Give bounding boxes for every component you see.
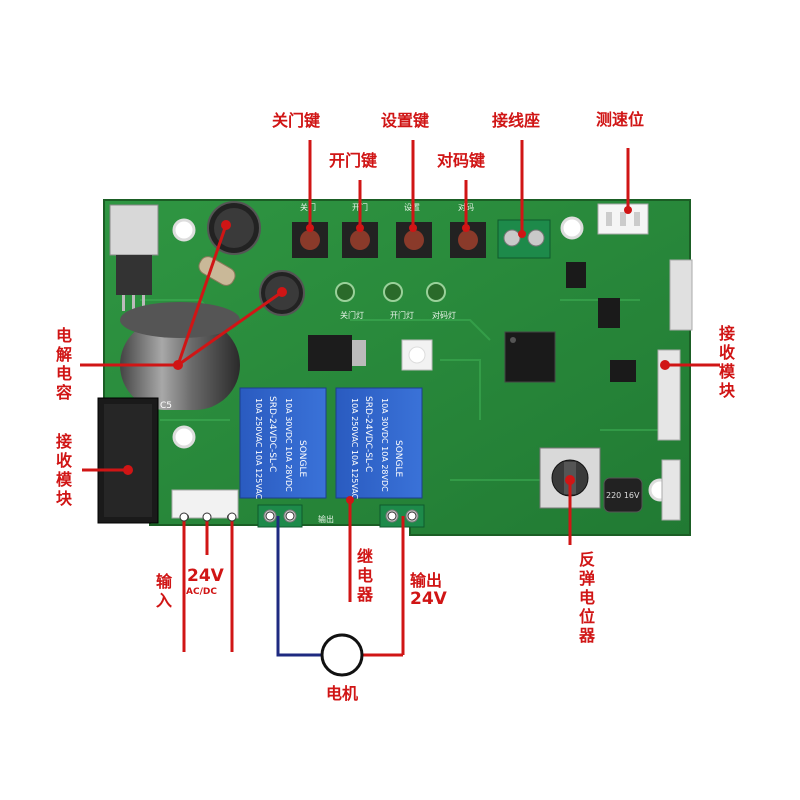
small-ics [566,262,636,382]
connector-dots [179,511,417,522]
label-relay: 继电器 [356,547,373,604]
label-set-key: 设置键 [381,111,430,130]
label-speed-pos: 测速位 [596,110,645,129]
callout-lines [80,140,720,657]
svg-text:10A 30VDC 10A 28VDC: 10A 30VDC 10A 28VDC [284,398,293,492]
label-acdc: AC/DC [186,587,217,597]
svg-text:10A 250VAC 10A 125VAC: 10A 250VAC 10A 125VAC [350,398,359,500]
svg-text:对码灯: 对码灯 [432,310,456,320]
microcontroller-chip [504,331,556,383]
indicator-leds [335,282,446,371]
svg-text:SRD-24VDC-SL-C: SRD-24VDC-SL-C [267,396,277,472]
terminal-block-top [497,219,551,259]
receiver-header-right [657,259,693,521]
voltage-regulator [308,335,366,371]
svg-text:关门: 关门 [300,202,316,212]
label-output: 输出 [410,571,443,590]
svg-text:10A 250VAC 10A 125VAC: 10A 250VAC 10A 125VAC [254,398,263,500]
relay-2: SRD-24VDC-SL-C 10A 250VAC 10A 125VAC 10A… [335,387,423,500]
label-receiver-right: 接收模块 [718,324,735,400]
relay-1: SRD-24VDC-SL-C 10A 250VAC 10A 125VAC 10A… [239,387,327,500]
svg-text:SONGLE: SONGLE [297,440,307,478]
label-motor: 电机 [326,684,359,703]
label-output-24v: 24V [410,589,447,609]
receiver-module-left [97,397,159,524]
transistor-heatsink [109,204,159,311]
label-potentiometer: 反弹电位器 [578,550,595,645]
svg-text:10A 30VDC 10A 28VDC: 10A 30VDC 10A 28VDC [380,398,389,492]
speed-connector [597,203,649,235]
svg-text:SONGLE: SONGLE [393,440,403,478]
callout-dots [123,206,670,504]
svg-text:220 16V: 220 16V [606,491,640,500]
small-capacitor-220: 220 16V [603,477,643,513]
label-close-key: 关门键 [272,111,321,130]
label-terminal: 接线座 [492,111,541,130]
motor-wire-blue [276,516,322,657]
label-input: 输入 [155,572,172,610]
svg-text:输出: 输出 [318,514,334,524]
svg-text:C5: C5 [160,401,172,411]
svg-text:SRD-24VDC-SL-C: SRD-24VDC-SL-C [363,396,373,472]
label-electrolytic-cap: 电解电容 [55,326,72,402]
close-key-button [292,222,328,258]
label-open-key: 开门键 [329,151,378,170]
svg-text:开门灯: 开门灯 [390,310,414,320]
label-pair-key: 对码键 [437,151,486,170]
motor-symbol [320,633,364,677]
label-24v-input: 24V [187,566,224,586]
label-receiver-left: 接收模块 [55,432,72,508]
svg-text:关门灯: 关门灯 [340,310,364,320]
